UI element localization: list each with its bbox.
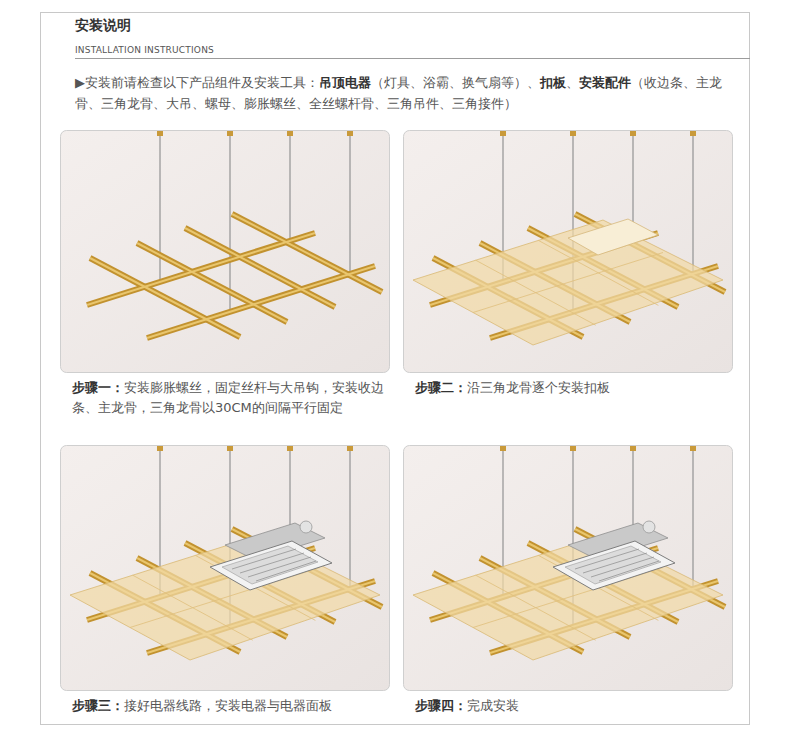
- step-number: 步骤二：: [415, 380, 467, 395]
- step-number: 步骤四：: [415, 698, 467, 713]
- step-text: 沿三角龙骨逐个安装扣板: [467, 380, 610, 395]
- step-caption: 步骤四：完成安装: [403, 696, 733, 716]
- intro-text: （灯具、浴霸、换气扇等）、: [371, 75, 540, 90]
- step-panel: 步骤三：接好电器线路，安装电器与电器面板: [60, 445, 390, 716]
- subtitle: INSTALLATION INSTRUCTIONS: [75, 45, 214, 55]
- step-text: 完成安装: [467, 698, 519, 713]
- step-caption: 步骤一：安装膨胀螺丝，固定丝杆与大吊钩，安装收边条、主龙骨，三角龙骨以30CM的…: [60, 378, 390, 418]
- step-panel: 步骤一：安装膨胀螺丝，固定丝杆与大吊钩，安装收边条、主龙骨，三角龙骨以30CM的…: [60, 130, 390, 418]
- intro-text: 、: [566, 75, 579, 90]
- step-number: 步骤三：: [72, 698, 124, 713]
- page-title: 安装说明: [75, 17, 131, 35]
- intro-text: ▶安装前请检查以下产品组件及安装工具：: [75, 75, 319, 90]
- step-number: 步骤一：: [72, 380, 124, 395]
- step-text: 接好电器线路，安装电器与电器面板: [124, 698, 332, 713]
- step-panel: 步骤二：沿三角龙骨逐个安装扣板: [403, 130, 733, 398]
- bold-term: 扣板: [540, 75, 566, 90]
- bold-term: 吊顶电器: [319, 75, 371, 90]
- step-panel: 步骤四：完成安装: [403, 445, 733, 716]
- intro-paragraph: ▶安装前请检查以下产品组件及安装工具：吊顶电器（灯具、浴霸、换气扇等）、扣板、安…: [75, 72, 740, 114]
- step-caption: 步骤三：接好电器线路，安装电器与电器面板: [60, 696, 390, 716]
- bold-term: 安装配件: [579, 75, 631, 90]
- step-caption: 步骤二：沿三角龙骨逐个安装扣板: [403, 378, 733, 398]
